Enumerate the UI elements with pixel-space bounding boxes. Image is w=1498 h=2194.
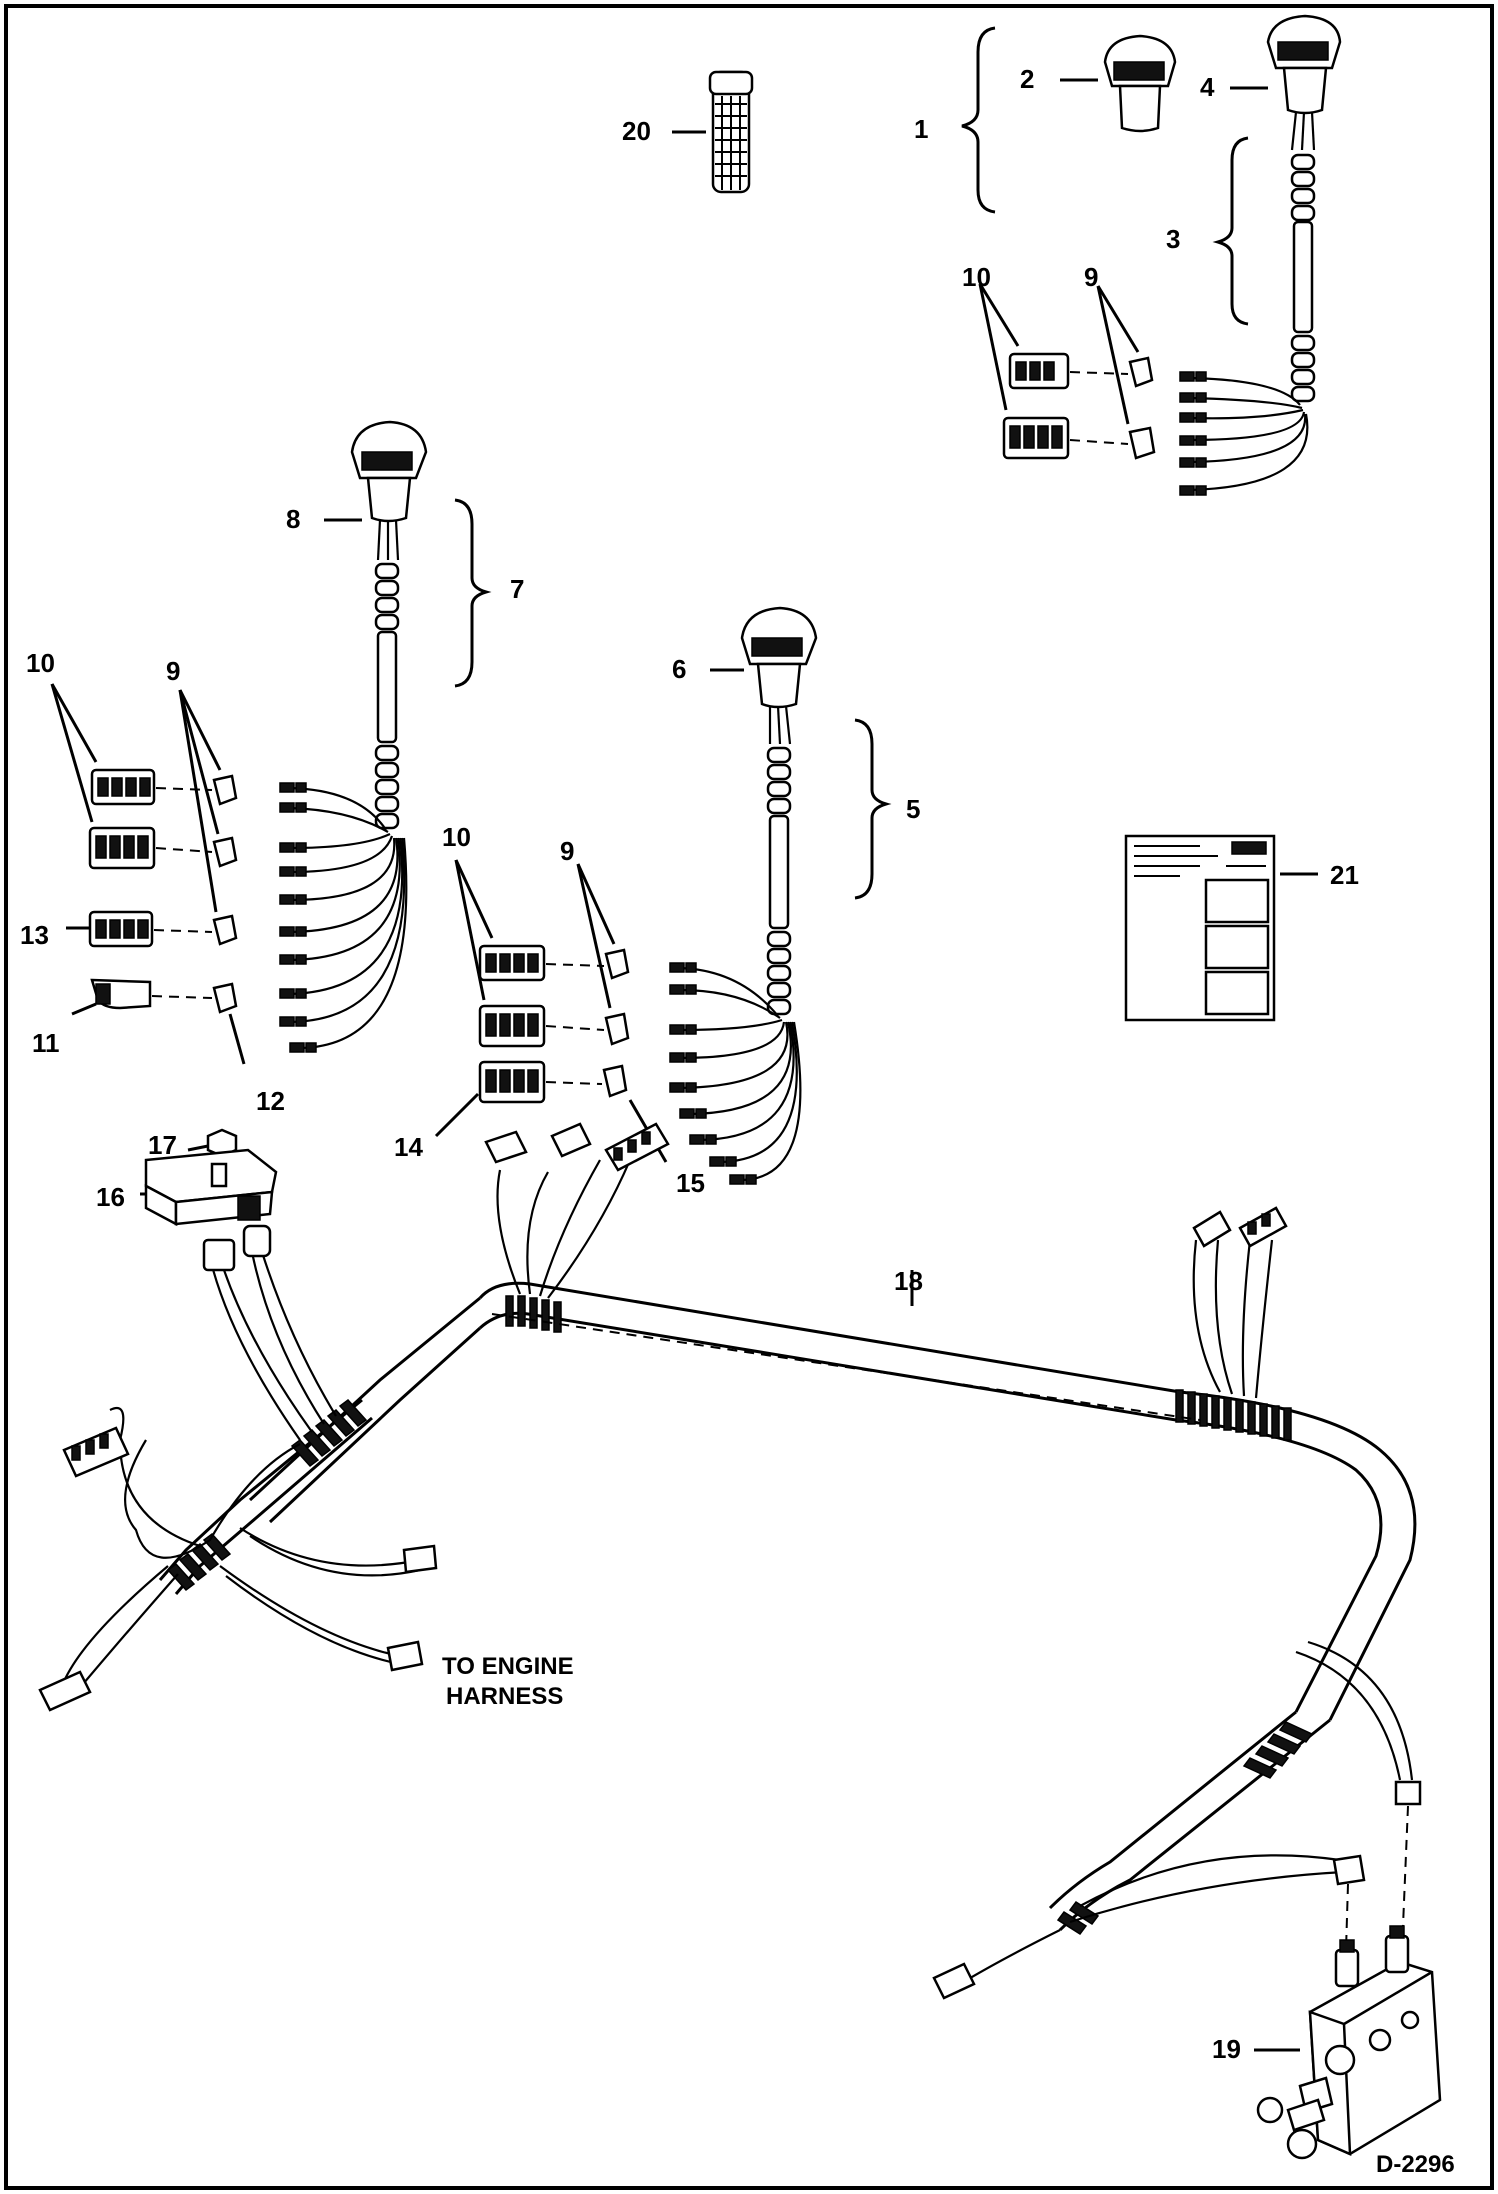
clips-9-left bbox=[212, 774, 238, 1014]
part-2-knob bbox=[1103, 34, 1177, 133]
part-16-module bbox=[144, 1148, 278, 1227]
part-20-filter bbox=[708, 70, 754, 194]
engine-harness-note-line1: TO ENGINE bbox=[442, 1653, 574, 1680]
callout-9-upper-right: 9 bbox=[1084, 262, 1098, 292]
callout-9-left: 9 bbox=[166, 656, 180, 686]
module-16-wires bbox=[208, 1251, 337, 1441]
callout-16: 16 bbox=[96, 1182, 125, 1212]
part-8-switch bbox=[350, 420, 428, 523]
part-6-switch bbox=[740, 606, 818, 709]
connectors-10-upper-right bbox=[1002, 352, 1070, 460]
harness-connectors-center bbox=[484, 1122, 670, 1172]
harness-3 bbox=[1179, 111, 1316, 496]
leader-lines bbox=[140, 78, 1318, 2052]
callout-9-center: 9 bbox=[560, 836, 574, 866]
callout-10-center: 10 bbox=[442, 822, 471, 852]
callout-18: 18 bbox=[894, 1266, 923, 1296]
brace-3 bbox=[1212, 136, 1249, 326]
callout-11: 11 bbox=[32, 1028, 60, 1058]
callout-3: 3 bbox=[1166, 224, 1180, 254]
harness-7 bbox=[279, 519, 408, 1053]
engine-harness-plugs bbox=[386, 1544, 438, 1672]
connectors-center bbox=[478, 944, 546, 1104]
engine-harness-note-line2: HARNESS bbox=[446, 1683, 563, 1710]
figure-reference: D-2296 bbox=[1376, 2151, 1455, 2178]
callout-2: 2 bbox=[1020, 64, 1034, 94]
callout-5: 5 bbox=[906, 794, 920, 824]
part-21-decal bbox=[1124, 834, 1276, 1022]
harness-connectors-right bbox=[1192, 1206, 1288, 1248]
callout-10-upper-right: 10 bbox=[962, 262, 991, 292]
callout-17: 17 bbox=[148, 1130, 177, 1160]
main-harness-18 bbox=[158, 1281, 1417, 1936]
callout-19: 19 bbox=[1212, 2034, 1241, 2064]
callout-13: 13 bbox=[20, 920, 49, 950]
figure-frame bbox=[4, 4, 1494, 2190]
harness-5 bbox=[669, 705, 802, 1185]
clips-center bbox=[602, 948, 630, 1098]
harness-branches-center bbox=[496, 1159, 632, 1299]
left-connector-3pin bbox=[38, 1426, 130, 1712]
clips-9-upper-right bbox=[1128, 356, 1156, 460]
part-4-switch bbox=[1266, 14, 1342, 115]
brace-7 bbox=[454, 498, 492, 688]
brace-5 bbox=[854, 718, 892, 900]
module-16-plugs bbox=[202, 1224, 272, 1272]
callout-10-left: 10 bbox=[26, 648, 55, 678]
valve-plugs bbox=[932, 1780, 1422, 2000]
harness-branches-right bbox=[1192, 1239, 1274, 1399]
engine-harness-wires bbox=[219, 1527, 421, 1666]
callout-14: 14 bbox=[394, 1132, 423, 1162]
callout-21: 21 bbox=[1330, 860, 1359, 890]
callout-6: 6 bbox=[672, 654, 686, 684]
callout-1: 1 bbox=[914, 114, 928, 144]
callout-8: 8 bbox=[286, 504, 300, 534]
callout-15: 15 bbox=[676, 1168, 705, 1198]
callout-4: 4 bbox=[1200, 72, 1215, 102]
part-19-valve bbox=[1256, 1925, 1442, 2160]
callout-7: 7 bbox=[510, 574, 524, 604]
callout-20: 20 bbox=[622, 116, 651, 146]
connectors-left bbox=[88, 768, 156, 1010]
callout-12: 12 bbox=[256, 1086, 285, 1116]
brace-1 bbox=[961, 26, 996, 214]
